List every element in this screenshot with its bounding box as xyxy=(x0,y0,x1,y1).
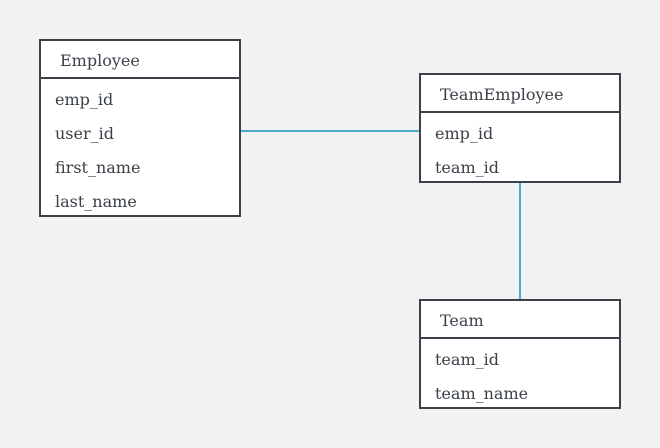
field-list: emp_id team_id xyxy=(421,113,619,185)
field-first-name: first_name xyxy=(55,158,141,177)
entity-title: TeamEmployee xyxy=(421,75,619,113)
entity-teamemployee[interactable]: TeamEmployee emp_id team_id xyxy=(419,73,621,183)
field-last-name: last_name xyxy=(55,192,137,211)
field-emp-id: emp_id xyxy=(435,124,494,143)
field-team-name: team_name xyxy=(435,384,529,403)
entity-title: Team xyxy=(421,301,619,339)
field-team-id: team_id xyxy=(435,158,499,177)
entity-title: Employee xyxy=(41,41,239,79)
entity-team[interactable]: Team team_id team_name xyxy=(419,299,621,409)
field-user-id: user_id xyxy=(55,124,114,143)
field-list: team_id team_name xyxy=(421,339,619,411)
entity-employee[interactable]: Employee emp_id user_id first_name last_… xyxy=(39,39,241,217)
field-list: emp_id user_id first_name last_name xyxy=(41,79,239,219)
field-team-id: team_id xyxy=(435,350,499,369)
field-emp-id: emp_id xyxy=(55,90,114,109)
